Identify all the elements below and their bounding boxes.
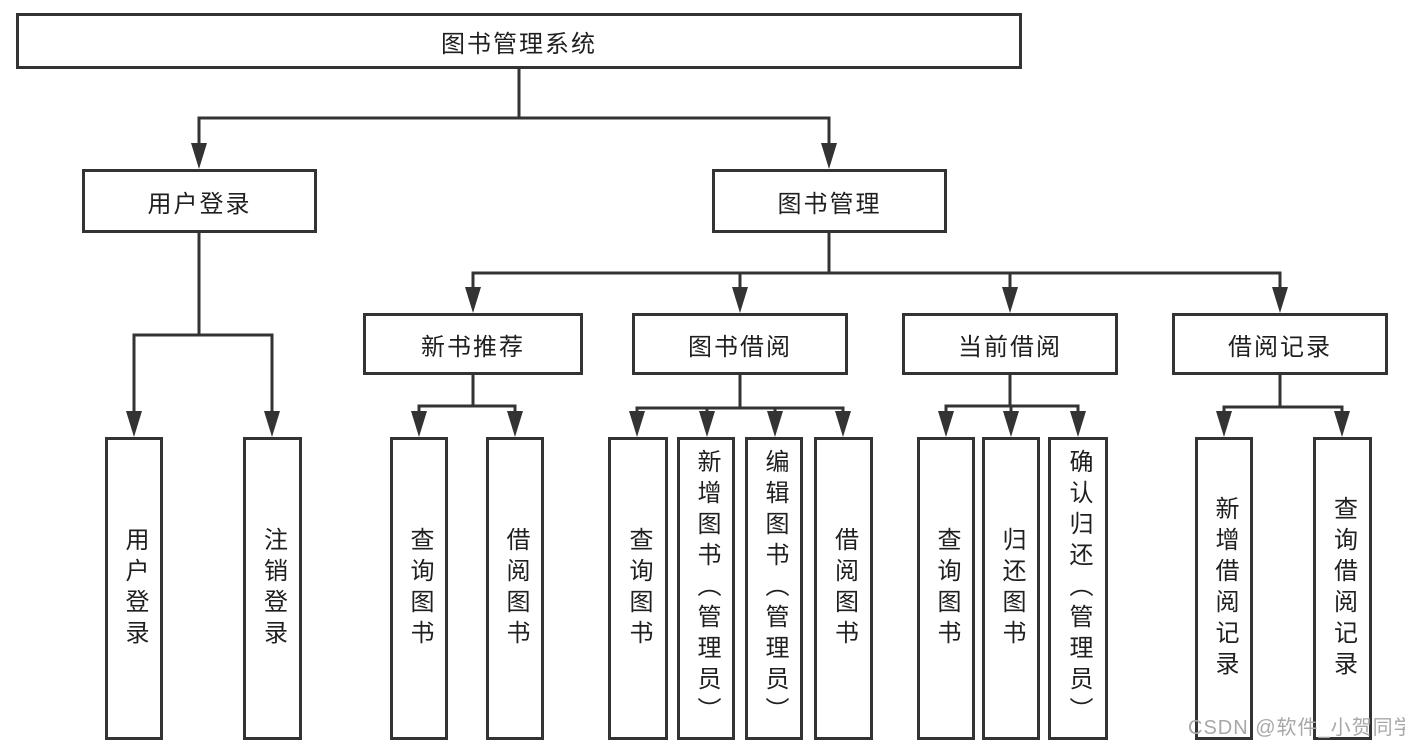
leaf-edit-book-admin: 编辑图书（管理员） (745, 437, 803, 740)
node-book-management-label: 图书管理 (777, 190, 882, 218)
arrowhead (507, 411, 523, 437)
leaf-return-book-label: 归还图书 (998, 526, 1025, 651)
leaf-borrow-books-label: 借阅图书 (830, 526, 858, 651)
leaf-query-books-current: 查询图书 (917, 437, 975, 740)
leaf-query-books-current-label: 查询图书 (933, 526, 960, 651)
arrowhead (191, 143, 207, 169)
leaf-query-books-borrow: 查询图书 (608, 437, 668, 740)
node-user-login: 用户登录 (82, 169, 317, 233)
leaf-edit-book-admin-label: 编辑图书（管理员） (761, 449, 788, 728)
leaf-confirm-return-admin-label: 确认归还（管理员） (1065, 449, 1092, 728)
leaf-logout-label: 注销登录 (259, 526, 287, 651)
leaf-borrow-books: 借阅图书 (814, 437, 873, 740)
leaf-user-login-label: 用户登录 (121, 526, 148, 651)
arrowhead (732, 287, 748, 313)
arrowhead (1272, 287, 1288, 313)
leaf-user-login: 用户登录 (105, 437, 163, 740)
node-book-borrow: 图书借阅 (632, 313, 848, 375)
leaf-query-books-borrow-label: 查询图书 (625, 526, 652, 651)
leaf-confirm-return-admin: 确认归还（管理员） (1048, 437, 1108, 740)
node-new-book-recommend: 新书推荐 (363, 313, 583, 375)
arrowhead (126, 411, 142, 437)
arrowhead (1002, 287, 1018, 313)
leaf-return-book: 归还图书 (982, 437, 1040, 740)
node-library-system-label: 图书管理系统 (441, 30, 597, 58)
node-user-login-label: 用户登录 (147, 190, 252, 218)
leaf-query-borrow-record-label: 查询借阅记录 (1329, 495, 1357, 682)
node-current-borrow-label: 当前借阅 (958, 333, 1062, 361)
leaf-add-book-admin: 新增图书（管理员） (677, 437, 735, 740)
node-current-borrow: 当前借阅 (902, 313, 1118, 375)
node-library-system: 图书管理系统 (16, 13, 1022, 69)
leaf-add-book-admin-label: 新增图书（管理员） (693, 449, 720, 728)
arrowhead (1070, 411, 1086, 437)
leaf-query-borrow-record: 查询借阅记录 (1313, 437, 1372, 740)
leaf-query-books-recommend-label: 查询图书 (406, 526, 433, 651)
leaf-logout: 注销登录 (243, 437, 302, 740)
arrowhead (1003, 411, 1019, 437)
arrowhead (465, 287, 481, 313)
arrowhead (699, 411, 715, 437)
leaf-add-borrow-record: 新增借阅记录 (1195, 437, 1253, 740)
arrowhead (767, 411, 783, 437)
node-borrow-records-label: 借阅记录 (1228, 333, 1332, 361)
leaf-query-books-recommend: 查询图书 (390, 437, 448, 740)
arrowhead (835, 411, 851, 437)
node-book-borrow-label: 图书借阅 (688, 333, 792, 361)
arrowhead (821, 143, 837, 169)
node-book-management: 图书管理 (712, 169, 947, 233)
node-borrow-records: 借阅记录 (1172, 313, 1388, 375)
arrowhead (264, 411, 280, 437)
leaf-add-borrow-record-label: 新增借阅记录 (1211, 495, 1238, 682)
arrowhead (938, 411, 954, 437)
arrowhead (1216, 411, 1232, 437)
leaf-borrow-books-recommend: 借阅图书 (486, 437, 544, 740)
arrowhead (1334, 411, 1350, 437)
csdn-watermark: CSDN @软件_小贺同学 (1188, 717, 1405, 739)
arrowhead (629, 411, 645, 437)
arrowhead (411, 411, 427, 437)
node-new-book-recommend-label: 新书推荐 (421, 333, 525, 361)
leaf-borrow-books-recommend-label: 借阅图书 (502, 526, 529, 651)
